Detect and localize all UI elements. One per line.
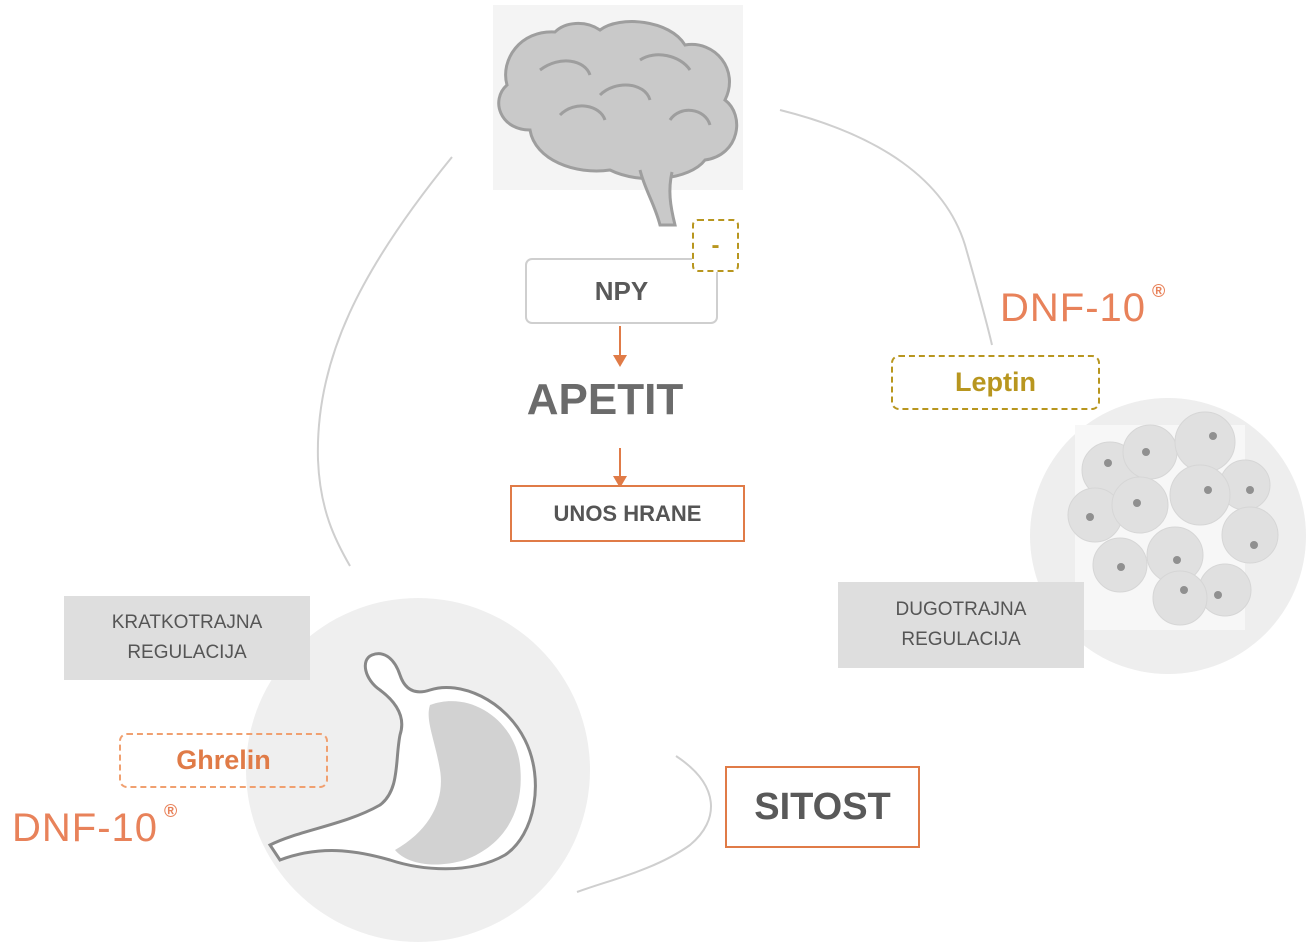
registered-mark: ® <box>1152 281 1167 301</box>
cycle-curve-left <box>316 156 453 567</box>
logo-text: DNF-10 <box>12 806 159 850</box>
registered-mark: ® <box>164 801 179 821</box>
brain-icon <box>493 5 743 227</box>
apetit-label: APETIT <box>526 375 684 424</box>
inhibition-sign: - <box>692 219 739 272</box>
cycle-curve-right <box>779 109 993 346</box>
npy-box: NPY <box>525 258 718 324</box>
stomach-icon <box>246 598 590 942</box>
logo-text: DNF-10 <box>1000 286 1147 330</box>
dugotrajna-line2: REGULACIJA <box>901 629 1021 650</box>
kratkotrajna-line1: KRATKOTRAJNA <box>111 612 263 633</box>
dugotrajna-regulacija-label: DUGOTRAJNA REGULACIJA <box>838 582 1084 668</box>
sitost-box: SITOST <box>725 766 920 848</box>
kratkotrajna-line2: REGULACIJA <box>127 642 247 663</box>
dnf10-logo-right: DNF-10® <box>1000 282 1166 330</box>
dnf10-logo-left: DNF-10® <box>12 802 178 850</box>
dugotrajna-line1: DUGOTRAJNA <box>895 599 1027 620</box>
ghrelin-box: Ghrelin <box>119 733 328 788</box>
leptin-box: Leptin <box>891 355 1100 410</box>
arrow-npy-to-apetit <box>613 326 627 367</box>
unos-hrane-box: UNOS HRANE <box>510 485 745 542</box>
kratkotrajna-regulacija-label: KRATKOTRAJNA REGULACIJA <box>64 596 310 680</box>
fat-cells-icon <box>1030 398 1306 674</box>
arrow-apetit-to-unos <box>613 448 627 488</box>
cycle-curve-bottom <box>576 755 712 893</box>
